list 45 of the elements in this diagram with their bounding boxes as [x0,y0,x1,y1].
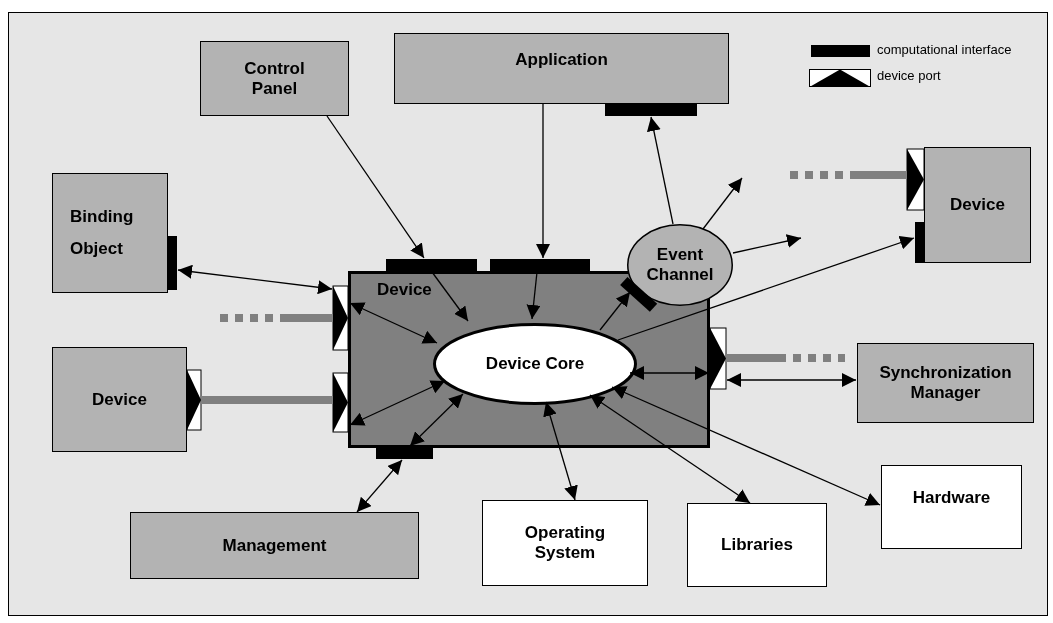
arrow [629,366,710,380]
component-box [130,512,419,579]
component-box [52,173,168,293]
arrow [599,291,631,331]
arrow [409,393,464,447]
node-label: Event Channel [645,245,715,285]
arrow [536,103,550,259]
node-label: Device Core [485,354,585,374]
component-box [924,147,1031,263]
arrow [726,373,857,387]
arrow [431,271,469,322]
arrow [732,234,802,254]
node-label: Hardware [912,488,991,508]
component-box [482,500,648,586]
node-label: Application [515,50,608,70]
arrow [543,401,578,501]
node-label: Device [377,280,432,300]
component-box [881,465,1022,549]
node-label: Operating System [523,523,607,563]
arrow [326,115,425,259]
arrow [349,302,438,344]
arrow [646,116,674,225]
component-box [687,503,827,587]
legend-label: device port [877,68,941,83]
legend-label: computational interface [877,42,1012,57]
node-label: Device [950,195,1005,215]
arrow [589,394,751,504]
node-label: Binding Object [70,205,135,260]
arrow [617,235,915,341]
connector-line [201,396,333,404]
node-label: Control Panel [243,58,306,99]
component-box [200,41,349,116]
node-label: Device [92,389,147,410]
node-label: Libraries [721,535,793,555]
arrow [356,459,403,513]
arrow [702,177,743,230]
arrow [526,271,541,320]
component-box [394,33,729,104]
arrow [349,380,446,426]
arrow [177,264,333,295]
node-label: Synchronization Manager [878,363,1013,403]
component-box [857,343,1034,423]
node-label: Management [222,535,327,556]
component-box [52,347,187,452]
arrow [611,386,881,506]
